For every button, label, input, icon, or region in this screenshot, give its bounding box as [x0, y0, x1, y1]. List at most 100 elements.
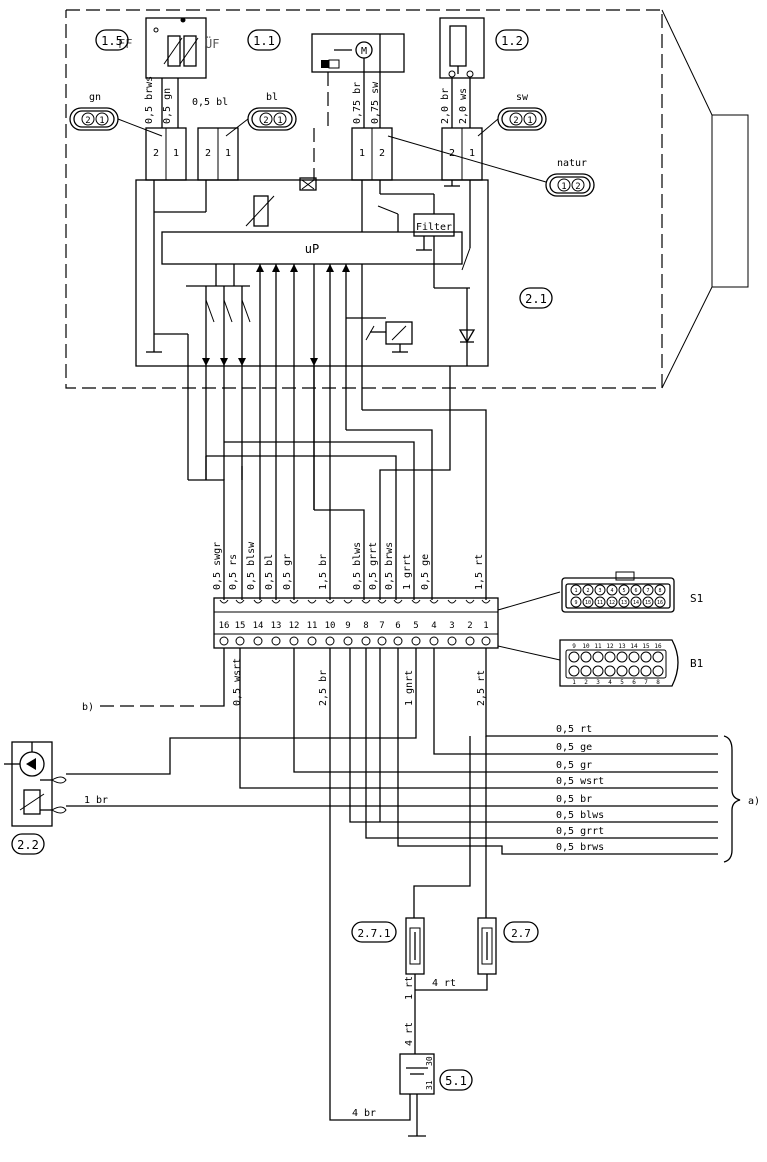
- svg-text:2: 2: [513, 116, 518, 126]
- s1-pin: [594, 596, 606, 608]
- battery-5-1: [399, 1053, 435, 1137]
- b1-pin-number: 4: [608, 679, 612, 686]
- fuse-2-7: [415, 917, 497, 991]
- s1-pin: [642, 596, 654, 608]
- plug-wire-label: 0,5 brws: [384, 542, 395, 590]
- wire-label: 0,5 bl: [192, 97, 228, 108]
- wire-label-gnrt: 1 gnrt: [404, 670, 415, 706]
- s1-pin: [606, 584, 618, 596]
- plug-pin-socket: [377, 636, 387, 646]
- b1-pin-number: 10: [582, 643, 590, 650]
- plug-pin-number: 13: [271, 621, 282, 631]
- plug-pin-top: [465, 599, 475, 604]
- b1-pin-number: 11: [594, 643, 602, 650]
- plug-pin-socket: [307, 636, 317, 646]
- motor-1-1: [311, 33, 405, 180]
- main-plug: [213, 597, 499, 649]
- s1-pin-number: 2: [586, 588, 589, 594]
- plug-pin-top: [447, 599, 457, 604]
- plug-pin-number: 16: [219, 621, 230, 631]
- plug-pin-socket: [393, 636, 403, 646]
- svg-text:1: 1: [277, 116, 282, 126]
- harness-wire-label: 0,5 wsrt: [556, 776, 604, 787]
- b1-pin: [592, 665, 604, 677]
- s1-pin: [630, 596, 642, 608]
- label-2-2: 2.2: [11, 833, 45, 855]
- plug-pin-top: [481, 599, 491, 604]
- s1-pin-number: 8: [658, 588, 661, 594]
- s1-pin-number: 3: [598, 588, 601, 594]
- label-1-1: 1.1: [247, 29, 281, 51]
- s1-pin-number: 6: [634, 588, 637, 594]
- b1-pin-number: 9: [572, 643, 576, 650]
- svg-text:2: 2: [153, 148, 159, 159]
- svg-text:1: 1: [527, 116, 532, 126]
- plug-pin-socket: [271, 636, 281, 646]
- plug-pin-top: [325, 599, 335, 604]
- wire-label: 0,75 br: [352, 82, 363, 124]
- s1-pin-number: 9: [574, 600, 577, 606]
- wire-label-br25: 2,5 br: [318, 670, 329, 706]
- s1-pin-number: 5: [622, 588, 625, 594]
- label-1-2: 1.2: [495, 29, 529, 51]
- b1-pin: [580, 651, 592, 663]
- b1-pin-number: 15: [642, 643, 650, 650]
- connector-bl: 2 1 bl: [225, 92, 297, 137]
- s1-pin-number: 1: [574, 588, 577, 594]
- svg-text:1.2: 1.2: [501, 34, 523, 48]
- b1-pin: [652, 651, 664, 663]
- svg-text:2.1: 2.1: [525, 292, 547, 306]
- b1-pin: [628, 651, 640, 663]
- s1-pin: [582, 584, 594, 596]
- b1-pin-number: 7: [644, 679, 648, 686]
- svg-text:2: 2: [85, 116, 90, 126]
- s1-pin: [618, 584, 630, 596]
- plug-pin-top: [219, 599, 229, 604]
- plug-pin-top: [307, 599, 317, 604]
- b1-pin: [652, 665, 664, 677]
- plug-pin-number: 6: [395, 621, 400, 631]
- svg-text:sw: sw: [516, 92, 529, 103]
- b1-pin: [568, 665, 580, 677]
- wire-label: 0,5 brws: [144, 76, 155, 124]
- wire-label: 0,75 sw: [370, 81, 381, 124]
- component-ff: FF: [118, 37, 132, 51]
- s1-pin: [618, 596, 630, 608]
- s1-pin: [654, 584, 666, 596]
- connector-b1: [559, 639, 679, 687]
- connector-natur: 1 2 natur: [387, 135, 595, 197]
- b1-pin: [568, 651, 580, 663]
- label-5-1: 5.1: [439, 1069, 473, 1091]
- b1-pin-number: 1: [572, 679, 576, 686]
- plug-pin-number: 2: [467, 621, 472, 631]
- svg-text:natur: natur: [557, 158, 587, 169]
- label-2-7-1: 2.7.1: [351, 921, 397, 943]
- harness-wire-label: 0,5 br: [556, 794, 592, 805]
- plug-pin-top: [235, 599, 245, 604]
- b1-pin: [640, 651, 652, 663]
- pin-31: 31: [425, 1080, 434, 1090]
- plug-wire-label: 0,5 grrt: [368, 542, 379, 590]
- svg-text:1.1: 1.1: [253, 34, 275, 48]
- plug-pin-socket: [325, 636, 335, 646]
- plug-wire-label: 0,5 blsw: [246, 541, 257, 590]
- svg-text:1: 1: [173, 148, 179, 159]
- s1-pin-number: 7: [646, 588, 649, 594]
- plug-pin-number: 1: [483, 621, 488, 631]
- plug-pin-number: 5: [413, 621, 418, 631]
- b1-pin-number: 3: [596, 679, 600, 686]
- s1-pin: [570, 584, 582, 596]
- harness-wire-label: 0,5 ge: [556, 742, 592, 753]
- b1-pin-number: 5: [620, 679, 624, 686]
- wire-label: 0,5 gn: [162, 88, 173, 124]
- harness-wire-label: 0,5 gr: [556, 760, 592, 771]
- wire-label-wsrt: 0,5 wsrt: [232, 658, 243, 706]
- svg-text:2: 2: [263, 116, 268, 126]
- b1-pin: [592, 651, 604, 663]
- plug-pin-socket: [447, 636, 457, 646]
- plug-pin-number: 3: [449, 621, 454, 631]
- harness-wire-label: 0,5 grrt: [556, 826, 604, 837]
- b1-pin: [628, 665, 640, 677]
- svg-text:1: 1: [359, 148, 365, 159]
